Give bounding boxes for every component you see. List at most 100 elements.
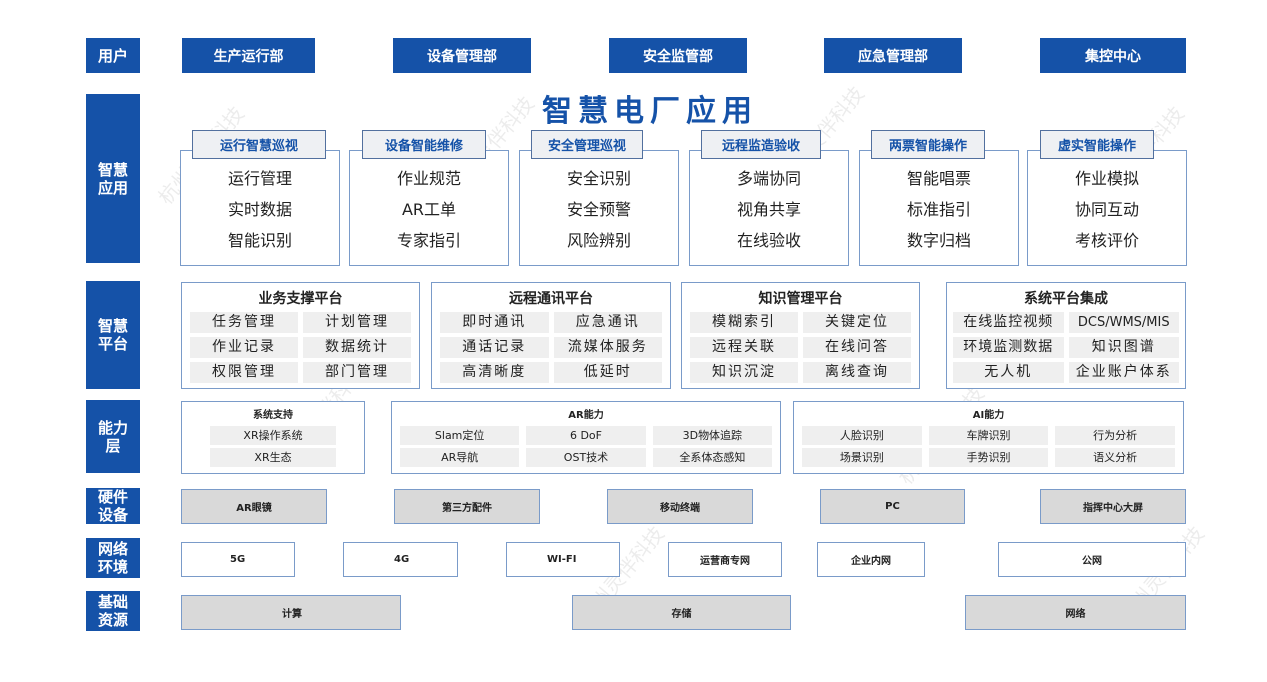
app-card-title: 设备智能维修 [362, 130, 486, 159]
capability-item: 全系体态感知 [652, 448, 772, 467]
platform-item: 知识图谱 [1068, 337, 1179, 358]
app-item: 标准指引 [906, 200, 971, 219]
network-item: 运营商专网 [668, 542, 782, 577]
capability-item: 人脸识别 [802, 426, 922, 445]
platform-item: DCS/WMS/MIS [1068, 312, 1179, 333]
platform-item: 企业账户体系 [1068, 362, 1179, 383]
user-dept: 生产运行部 [182, 38, 315, 73]
platform-item: 应急通讯 [553, 312, 662, 333]
user-dept: 设备管理部 [393, 38, 531, 73]
platform-item: 高清晰度 [440, 362, 549, 383]
platform-card: 业务支撑平台 任务管理 计划管理 作业记录 数据统计 权限管理 部门管理 [181, 282, 420, 389]
hardware-item: AR眼镜 [181, 489, 327, 524]
platform-card: 系统平台集成 在线监控视频 DCS/WMS/MIS 环境监测数据 知识图谱 无人… [946, 282, 1186, 389]
platform-item: 计划管理 [303, 312, 411, 333]
app-card-title: 安全管理巡视 [531, 130, 643, 159]
network-item: 4G [343, 542, 458, 577]
platform-item: 流媒体服务 [553, 337, 662, 358]
hardware-item: PC [820, 489, 965, 524]
platform-item: 无人机 [953, 362, 1064, 383]
base-resource-item: 存储 [572, 595, 791, 630]
capability-item: 行为分析 [1055, 426, 1175, 445]
capability-item: 3D物体追踪 [652, 426, 772, 445]
capability-item: 场景识别 [802, 448, 922, 467]
app-item: 专家指引 [396, 231, 461, 250]
app-card-title: 虚实智能操作 [1040, 130, 1154, 159]
base-resource-item: 网络 [965, 595, 1186, 630]
platform-title: 系统平台集成 [1024, 291, 1108, 307]
platform-item: 低延时 [553, 362, 662, 383]
platform-item: 任务管理 [190, 312, 298, 333]
capability-item: XR操作系统 [210, 426, 336, 445]
hardware-item: 第三方配件 [394, 489, 540, 524]
app-card-title: 远程监造验收 [701, 130, 821, 159]
network-item: 公网 [998, 542, 1186, 577]
app-item: AR工单 [401, 200, 457, 219]
capability-title: AI能力 [972, 410, 1005, 421]
platform-card: 远程通讯平台 即时通讯 应急通讯 通话记录 流媒体服务 高清晰度 低延时 [431, 282, 671, 389]
app-item: 数字归档 [906, 231, 971, 250]
capability-item: 6 DoF [526, 426, 646, 445]
app-item: 协同互动 [1074, 200, 1139, 219]
app-item: 运行管理 [227, 169, 292, 188]
app-card: 多端协同 视角共享 在线验收 [689, 150, 849, 266]
network-item: 企业内网 [817, 542, 925, 577]
platform-item: 通话记录 [440, 337, 549, 358]
page-title: 智慧电厂应用 [542, 94, 758, 129]
user-dept: 应急管理部 [824, 38, 962, 73]
hardware-item: 移动终端 [607, 489, 753, 524]
app-card: 安全识别 安全预警 风险辨别 [519, 150, 679, 266]
capability-item: XR生态 [210, 448, 336, 467]
layer-label-user: 用户 [86, 38, 140, 73]
base-resource-item: 计算 [181, 595, 401, 630]
app-card: 运行管理 实时数据 智能识别 [180, 150, 340, 266]
capability-card: 系统支持 XR操作系统 XR生态 [181, 401, 365, 474]
capability-item: AR导航 [400, 448, 520, 467]
platform-item: 部门管理 [303, 362, 411, 383]
platform-item: 在线问答 [803, 337, 911, 358]
user-dept: 安全监管部 [609, 38, 747, 73]
app-card: 作业模拟 协同互动 考核评价 [1027, 150, 1187, 266]
capability-card: AI能力 人脸识别 车牌识别 行为分析 场景识别 手势识别 语义分析 [793, 401, 1184, 474]
platform-item: 数据统计 [303, 337, 411, 358]
app-item: 风险辨别 [566, 231, 631, 250]
capability-title: 系统支持 [253, 410, 293, 421]
capability-card: AR能力 Slam定位 6 DoF 3D物体追踪 AR导航 OST技术 全系体态… [391, 401, 781, 474]
app-item: 智能识别 [227, 231, 292, 250]
network-item: 5G [181, 542, 295, 577]
app-item: 作业模拟 [1074, 169, 1139, 188]
platform-title: 远程通讯平台 [509, 291, 593, 307]
layer-label-capability: 能力 层 [86, 400, 140, 473]
layer-label-base: 基础 资源 [86, 591, 140, 631]
platform-item: 作业记录 [190, 337, 298, 358]
app-card: 作业规范 AR工单 专家指引 [349, 150, 509, 266]
hardware-item: 指挥中心大屏 [1040, 489, 1186, 524]
platform-item: 关键定位 [803, 312, 911, 333]
capability-item: 语义分析 [1055, 448, 1175, 467]
network-item: WI-FI [506, 542, 620, 577]
app-item: 作业规范 [396, 169, 461, 188]
layer-label-app: 智慧 应用 [86, 94, 140, 263]
app-item: 安全预警 [566, 200, 631, 219]
platform-card: 知识管理平台 模糊索引 关键定位 远程关联 在线问答 知识沉淀 离线查询 [681, 282, 920, 389]
app-item: 实时数据 [227, 200, 292, 219]
capability-item: OST技术 [526, 448, 646, 467]
capability-item: 车牌识别 [928, 426, 1049, 445]
platform-item: 知识沉淀 [690, 362, 798, 383]
app-card-title: 运行智慧巡视 [192, 130, 326, 159]
layer-label-network: 网络 环境 [86, 538, 140, 578]
platform-item: 远程关联 [690, 337, 798, 358]
app-card-title: 两票智能操作 [871, 130, 985, 159]
app-item: 在线验收 [736, 231, 801, 250]
app-item: 视角共享 [736, 200, 801, 219]
layer-label-platform: 智慧 平台 [86, 281, 140, 389]
app-card: 智能唱票 标准指引 数字归档 [859, 150, 1019, 266]
app-item: 考核评价 [1074, 231, 1139, 250]
capability-item: Slam定位 [400, 426, 520, 445]
platform-item: 权限管理 [190, 362, 298, 383]
platform-item: 模糊索引 [690, 312, 798, 333]
app-item: 安全识别 [566, 169, 631, 188]
layer-label-hardware: 硬件 设备 [86, 488, 140, 524]
capability-title: AR能力 [568, 410, 604, 421]
platform-item: 离线查询 [803, 362, 911, 383]
